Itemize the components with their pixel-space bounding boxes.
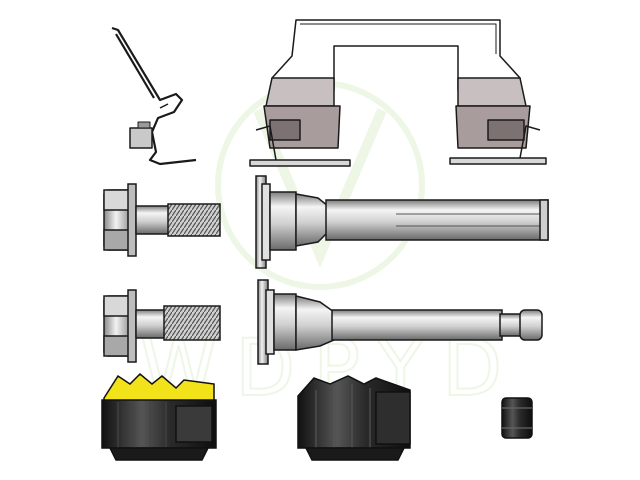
dust-boot-left (101, 372, 217, 461)
dust-boot-right (297, 375, 411, 461)
guide-pin-upper (255, 175, 549, 269)
anti-rattle-bracket (249, 19, 547, 167)
spring-clip (111, 26, 197, 166)
rubber-bushing (501, 397, 533, 439)
hex-bolt-lower (103, 289, 221, 363)
hex-bolt-upper (103, 183, 221, 257)
guide-pin-lower (257, 279, 543, 365)
